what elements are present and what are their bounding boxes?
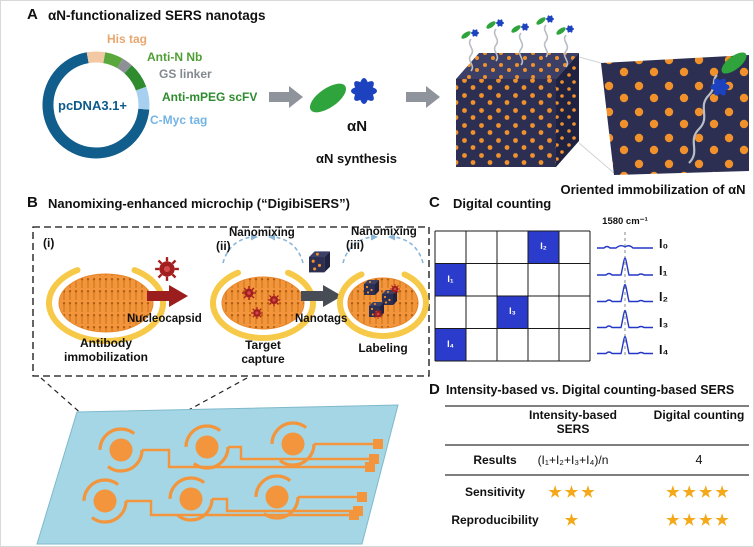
panel-c-label: C bbox=[429, 194, 440, 211]
nanotags-label: Nanotags bbox=[295, 313, 348, 325]
step3-index: (iii) bbox=[346, 238, 364, 252]
row-label-reproducibility: Reproducibility bbox=[451, 513, 539, 527]
arrow-right-icon bbox=[406, 86, 440, 108]
arrow-right-icon bbox=[269, 86, 303, 108]
nucleocapsid-icon bbox=[147, 255, 188, 307]
step2-caption: Target capture bbox=[241, 338, 285, 367]
row-label-results: Results bbox=[473, 453, 517, 467]
plasmid-label-cmyc: C-Myc tag bbox=[150, 113, 208, 127]
digital-counting-grid bbox=[434, 230, 591, 362]
alpha-n-molecule-icon bbox=[309, 78, 377, 113]
plasmid-label-his-tag: His tag bbox=[107, 32, 148, 46]
panel-d-label: D bbox=[429, 381, 440, 398]
panel-d-title: Intensity-based vs. Digital counting-bas… bbox=[446, 383, 735, 397]
grid-cell-i2: I₂ bbox=[540, 241, 547, 251]
spectrum-label-i3: I₃ bbox=[659, 316, 669, 330]
spectrum-label-i0: I₀ bbox=[659, 237, 669, 251]
panel-a-label: A bbox=[27, 6, 38, 23]
plasmid-segment-scfv bbox=[124, 65, 147, 91]
sensitivity-digital-stars: ★★★★ bbox=[666, 484, 732, 501]
nucleocapsid-label: Nucleocapsid bbox=[127, 313, 202, 325]
panel-b-title: Nanomixing-enhanced microchip (“DigibiSE… bbox=[48, 196, 350, 211]
sers-nanotag-cube-icon bbox=[456, 13, 579, 167]
row-label-sensitivity: Sensitivity bbox=[464, 485, 526, 499]
sensitivity-intensity-stars: ★★★ bbox=[548, 484, 598, 501]
spectrum-label-i2: I₂ bbox=[659, 290, 669, 304]
panel-a-title: αN-functionalized SERS nanotags bbox=[48, 8, 266, 23]
well-labeling bbox=[337, 233, 429, 339]
plasmid-segment-gs-linker bbox=[117, 58, 132, 74]
plasmid-segment-cmyc bbox=[135, 86, 150, 110]
nanomixing-label-1: Nanomixing bbox=[229, 227, 295, 239]
microchip-icon bbox=[36, 377, 399, 545]
plasmid-label-gs-linker: GS linker bbox=[159, 67, 212, 81]
step1-index: (i) bbox=[43, 236, 55, 250]
results-digital-value: 4 bbox=[695, 453, 703, 467]
plasmid-map-icon bbox=[42, 51, 150, 159]
plasmid-label-scfv: Anti-mPEG scFV bbox=[162, 90, 258, 104]
alpha-n-label: αN bbox=[347, 118, 368, 135]
zoom-panel-icon bbox=[578, 52, 749, 175]
grid-cell-i3: I₃ bbox=[509, 306, 516, 316]
nanomixing-label-2: Nanomixing bbox=[351, 226, 417, 238]
plasmid-segment-anti-n bbox=[103, 52, 123, 69]
step2-index: (ii) bbox=[216, 239, 231, 253]
plasmid-label-anti-n: Anti-N Nb bbox=[147, 50, 203, 64]
plasmid-name: pcDNA3.1+ bbox=[58, 98, 127, 113]
reproducibility-digital-stars: ★★★★ bbox=[666, 512, 732, 529]
spectrum-label-i4: I₄ bbox=[659, 343, 669, 357]
synthesis-caption: αN synthesis bbox=[316, 151, 397, 166]
grid-cell-i4: I₄ bbox=[447, 339, 454, 349]
step3-caption: Labeling bbox=[358, 341, 408, 355]
table-header-digital: Digital counting bbox=[653, 408, 745, 422]
plasmid-segment-his-tag bbox=[86, 51, 106, 64]
wavenumber-label: 1580 cm⁻¹ bbox=[602, 216, 648, 227]
reproducibility-intensity-stars: ★ bbox=[564, 512, 582, 529]
panel-b-label: B bbox=[27, 194, 38, 211]
immobilization-caption: Oriented immobilization of αN bbox=[560, 182, 746, 197]
panel-c-title: Digital counting bbox=[453, 196, 552, 211]
raman-spectra-icon bbox=[597, 232, 653, 358]
table-header-intensity: Intensity-based SERS bbox=[528, 408, 618, 437]
nanotags-icon bbox=[301, 251, 342, 307]
comparison-table-rules bbox=[445, 405, 749, 476]
spectrum-label-i1: I₁ bbox=[659, 264, 668, 278]
results-intensity-value: (I₁+I₂+I₃+I₄)/n bbox=[537, 453, 609, 467]
grid-cell-i1: I₁ bbox=[447, 274, 454, 284]
step1-caption: Antibody immobilization bbox=[64, 336, 148, 365]
